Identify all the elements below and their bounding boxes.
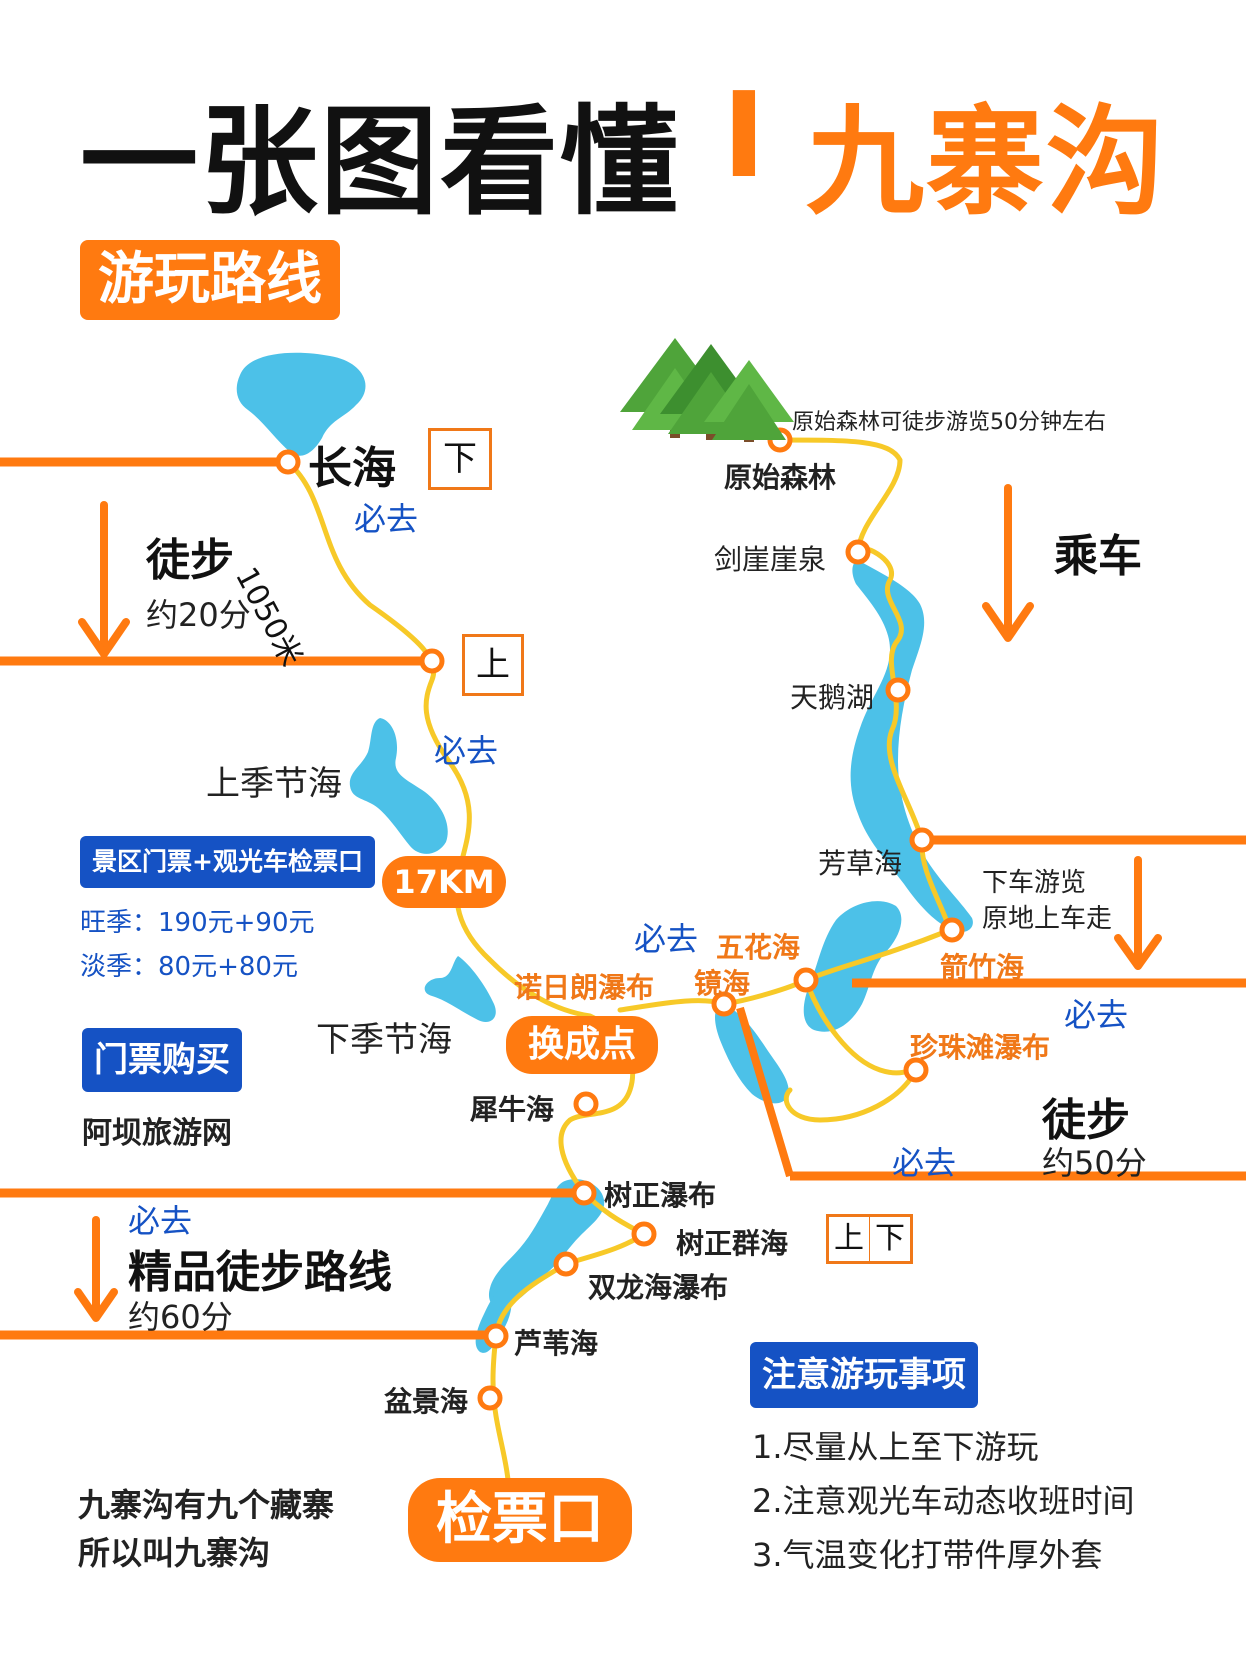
ticket-off: 淡季：80元+80元 xyxy=(80,952,298,982)
must-go-zhenzhutan: 必去 xyxy=(892,1144,957,1182)
label-jianyaquan: 剑崖崖泉 xyxy=(714,543,827,576)
purchase-tag: 门票购买 xyxy=(82,1028,242,1092)
must-go-changhai: 必去 xyxy=(354,500,419,538)
title-highlight: 九寨沟 xyxy=(806,93,1167,231)
node-jianyaquan xyxy=(845,539,871,565)
label-fangcaohai: 芳草海 xyxy=(818,847,903,880)
label-tianehu: 天鹅湖 xyxy=(790,681,875,714)
route-path-right xyxy=(617,437,953,1013)
tip-item-1: 1.尽量从上至下游玩 xyxy=(752,1428,1039,1466)
node-penjinghai xyxy=(477,1385,503,1411)
marker-up-shang: 上 xyxy=(462,634,524,696)
tip-item-3: 3.气温变化打带件厚外套 xyxy=(752,1536,1103,1574)
tips-tag: 注意游玩事项 xyxy=(750,1342,978,1408)
node-xiniuhai xyxy=(573,1091,599,1117)
node-jinghai xyxy=(711,991,737,1017)
connector-jinghai xyxy=(736,1006,794,1178)
shuzheng-lake xyxy=(488,1179,605,1308)
arrow-down-walk-bottom xyxy=(74,1216,118,1322)
node-fangcaohai xyxy=(909,827,935,853)
arrow-down-walk-top xyxy=(78,501,130,658)
node-zhenzhutan xyxy=(903,1057,929,1083)
walk-bottom-title: 精品徒步路线 xyxy=(128,1247,392,1298)
upper-right-valley-lake xyxy=(850,560,973,933)
title-separator: I xyxy=(722,66,766,204)
section-tag: 游玩路线 xyxy=(80,240,340,320)
marker-up-shuzheng: 上 xyxy=(826,1214,870,1264)
arrow-down-bus xyxy=(982,484,1034,642)
badge-checkpoint: 检票口 xyxy=(408,1478,632,1562)
label-shuzheng-lakes: 树正群海 xyxy=(676,1227,789,1260)
node-shang xyxy=(419,648,445,674)
node-changhai xyxy=(275,449,301,475)
must-go-walk-bottom: 必去 xyxy=(128,1202,193,1240)
badge-transfer: 换成点 xyxy=(506,1016,658,1074)
label-shangjijiehai: 上季节海 xyxy=(206,764,342,804)
label-shuzheng-fall: 树正瀑布 xyxy=(604,1179,717,1212)
arrow-down-walk-right xyxy=(1114,856,1162,970)
bus-title: 乘车 xyxy=(1054,531,1142,582)
xiajijiehai-lake xyxy=(424,956,496,1023)
node-shuzheng-fall xyxy=(571,1180,597,1206)
forest-icon xyxy=(620,338,794,442)
label-shuanglong: 双龙海瀑布 xyxy=(588,1271,729,1304)
marker-down-shuzheng: 下 xyxy=(869,1214,913,1264)
label-nuorilang: 诺日朗瀑布 xyxy=(514,971,655,1004)
node-luweihai xyxy=(483,1323,509,1349)
must-go-shangjijie: 必去 xyxy=(434,732,499,770)
label-xiniuhai: 犀牛海 xyxy=(470,1093,555,1126)
node-tianehu xyxy=(885,677,911,703)
forest-note: 原始森林可徒步游览50分钟左右 xyxy=(792,410,1106,435)
node-shuzheng-lakes xyxy=(631,1221,657,1247)
walk-top-title: 徒步 xyxy=(146,535,234,586)
label-xiajijiehai: 下季节海 xyxy=(316,1020,452,1060)
walk-bottom-time: 约60分 xyxy=(128,1298,233,1336)
label-jinghai: 镜海 xyxy=(694,967,751,1000)
ticket-tag: 景区门票+观光车检票口 xyxy=(80,836,375,888)
label-changhai: 长海 xyxy=(308,443,396,494)
walk-top-time: 约20分 xyxy=(146,596,251,634)
label-wuhuahai: 五花海 xyxy=(716,931,801,964)
label-zhenzhutan: 珍珠滩瀑布 xyxy=(910,1031,1051,1064)
node-shuanglong xyxy=(553,1251,579,1277)
hop-note-line1: 下车游览 xyxy=(982,868,1087,898)
changhai-lake xyxy=(236,352,366,456)
label-forest: 原始森林 xyxy=(724,461,837,494)
hop-note-line2: 原地上车走 xyxy=(982,904,1113,934)
ticket-peak: 旺季：190元+90元 xyxy=(80,908,315,938)
node-jianzhuhai xyxy=(939,917,965,943)
label-luweihai: 芦苇海 xyxy=(514,1327,599,1360)
label-penjinghai: 盆景海 xyxy=(384,1385,469,1418)
must-go-wuhuahai: 必去 xyxy=(634,920,699,958)
shangjijiehai-lake xyxy=(349,718,448,854)
walk-right-title: 徒步 xyxy=(1042,1095,1130,1146)
note-nine-line1: 九寨沟有九个藏寨 xyxy=(78,1486,335,1524)
badge-17km: 17KM xyxy=(382,856,506,908)
tip-item-2: 2.注意观光车动态收班时间 xyxy=(752,1482,1135,1520)
must-go-jianzhuhai: 必去 xyxy=(1064,996,1129,1034)
node-wuhuahai xyxy=(793,967,819,993)
marker-down-changhai: 下 xyxy=(428,428,492,490)
walk-right-time: 约50分 xyxy=(1042,1144,1147,1182)
purchase-site: 阿坝旅游网 xyxy=(82,1116,232,1151)
note-nine-line2: 所以叫九寨沟 xyxy=(78,1534,271,1572)
title-main: 一张图看懂 xyxy=(80,93,681,231)
label-jianzhuhai: 箭竹海 xyxy=(940,951,1025,984)
